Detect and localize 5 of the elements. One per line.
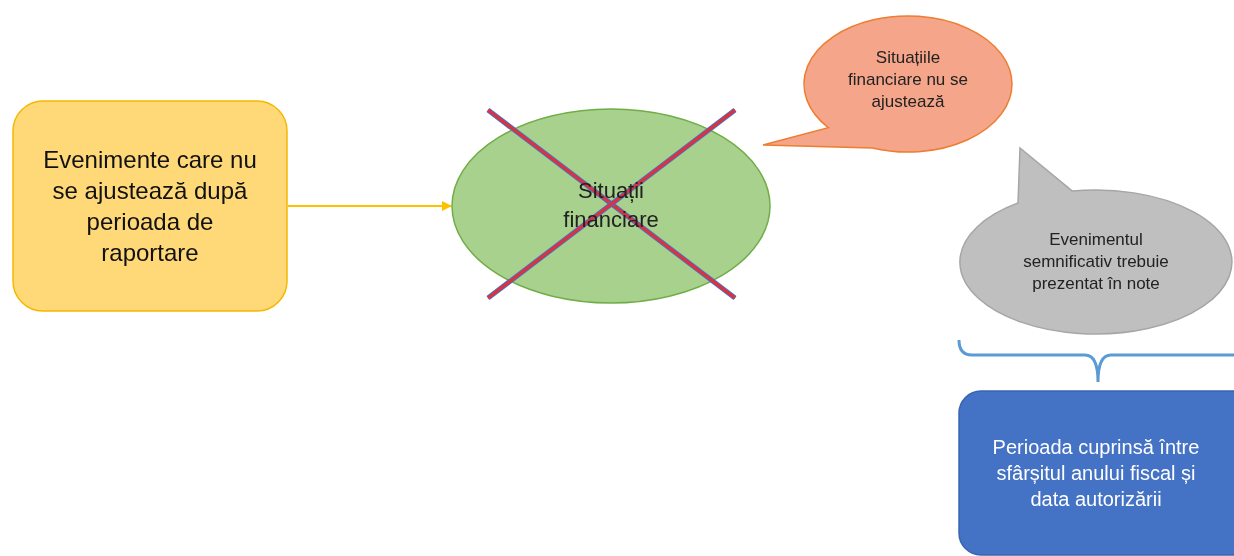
node-text: Evenimentul semnificativ trebuie prezentat în note	[1022, 228, 1170, 296]
arrow	[287, 201, 452, 211]
node-text: Perioada cuprinsă între sfârșitul anului fiscal și data autorizării	[991, 435, 1201, 512]
node-text: Situațiile financiare nu se ajustează	[847, 46, 969, 114]
node-text: Evenimente care nu se ajustează după perioada de raportare	[42, 144, 258, 269]
